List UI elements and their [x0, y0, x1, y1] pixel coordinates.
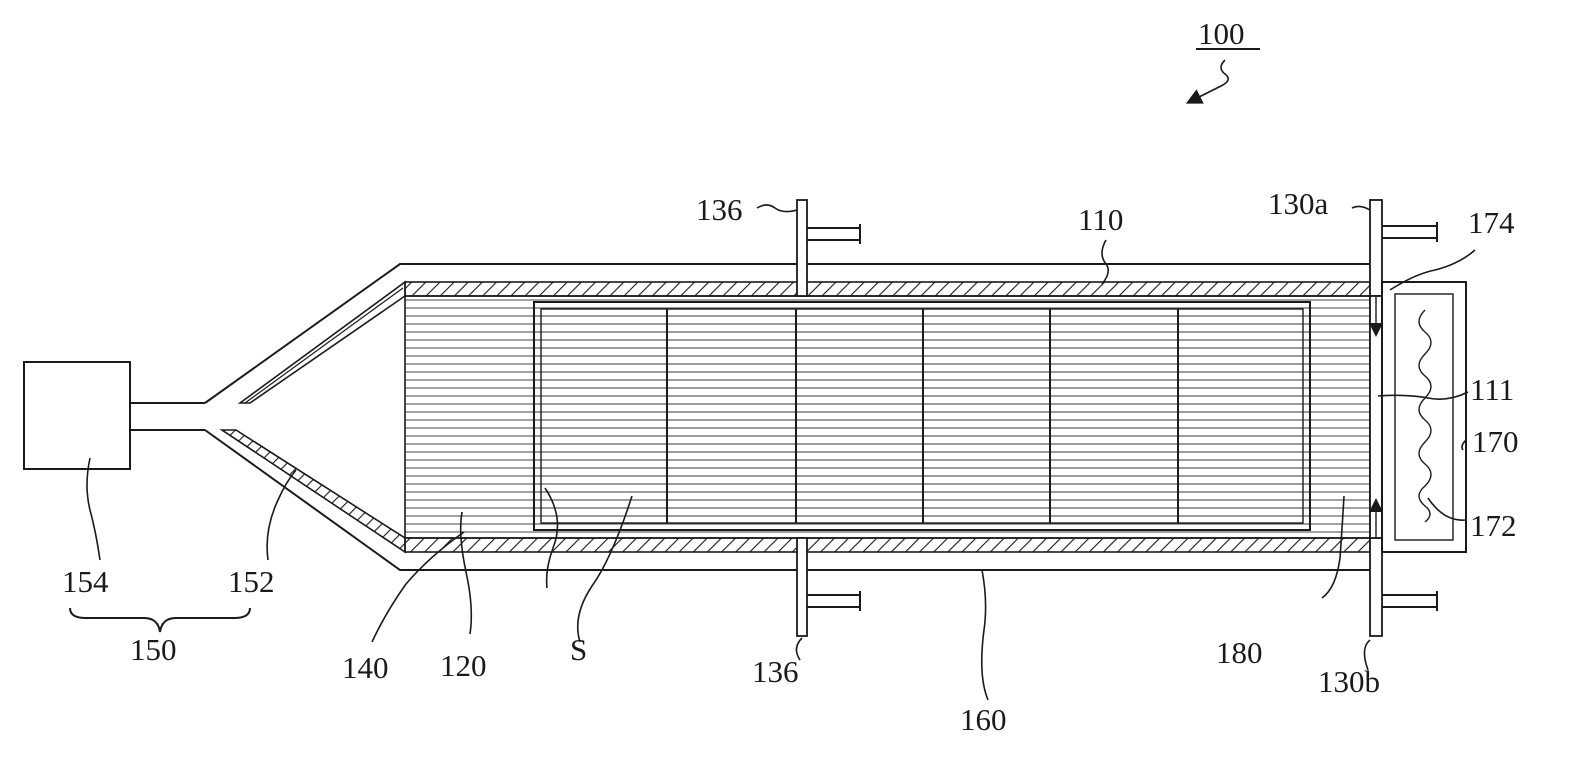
- label-110: 110: [1078, 202, 1123, 237]
- label-S: S: [570, 632, 587, 667]
- label-152: 152: [228, 564, 275, 599]
- flange-136-bottom: [796, 537, 861, 637]
- end-plate-111: [1369, 295, 1383, 539]
- label-130a: 130a: [1268, 186, 1329, 221]
- label-130b: 130b: [1318, 664, 1380, 699]
- gas-source-box-154: [23, 361, 131, 470]
- label-140: 140: [342, 650, 389, 685]
- tube-wall-bottom-110: [404, 537, 1371, 553]
- label-180: 180: [1216, 635, 1263, 670]
- bracket-150: [69, 607, 251, 633]
- label-154: 154: [62, 564, 109, 599]
- flange-136-top: [796, 199, 861, 297]
- outer-housing-160: [130, 263, 1370, 571]
- label-100: 100: [1198, 16, 1245, 51]
- conduit-152: [219, 280, 406, 554]
- label-172: 172: [1470, 508, 1517, 543]
- label-160: 160: [960, 702, 1007, 737]
- label-174: 174: [1468, 205, 1515, 240]
- label-150: 150: [130, 632, 177, 667]
- label-120: 120: [440, 648, 487, 683]
- reference-100-group: 100: [1185, 16, 1260, 104]
- substrate-dividers: [666, 309, 1179, 523]
- heater-170: [1381, 281, 1467, 553]
- heating-element-172: [1418, 309, 1432, 523]
- label-170: 170: [1472, 424, 1519, 459]
- tube-wall-top-110: [404, 281, 1371, 297]
- label-136-bottom: 136: [752, 654, 799, 689]
- leader-lines: [86, 204, 1476, 701]
- label-111: 111: [1470, 372, 1514, 407]
- reference-100-arrow: [1185, 59, 1229, 104]
- label-136-top: 136: [696, 192, 743, 227]
